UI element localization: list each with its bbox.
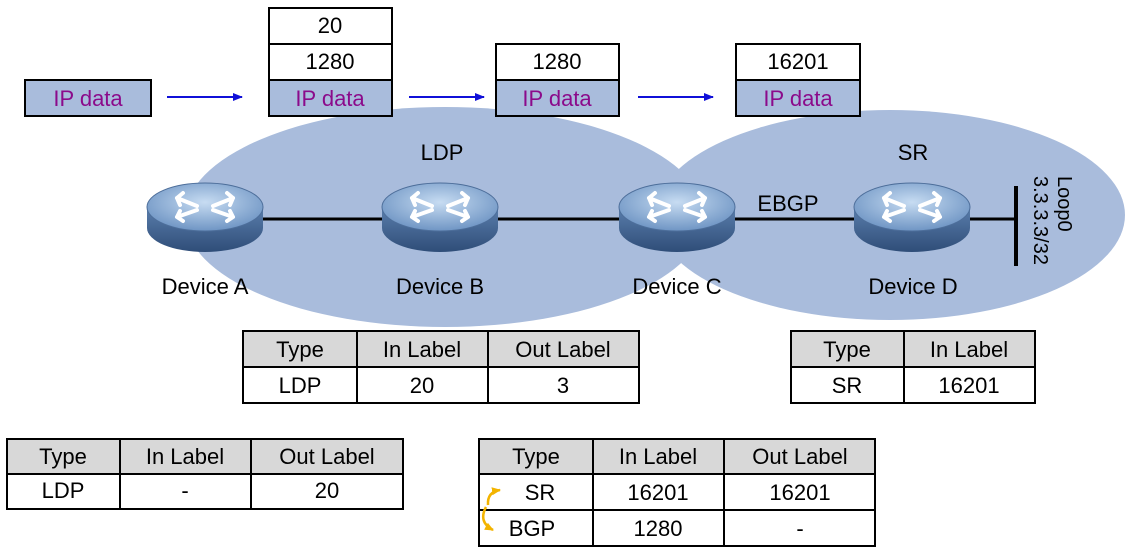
table-cell: 3 — [557, 373, 569, 398]
table-header-bg — [791, 331, 1035, 367]
packet-stage-3: 1280 IP data — [495, 43, 620, 117]
device-d-label: Device D — [868, 274, 957, 299]
table-cell: 16201 — [938, 373, 999, 398]
router-device-b[interactable] — [381, 182, 499, 252]
table-header-cell: Out Label — [515, 337, 610, 362]
packet-stage-1: IP data — [24, 79, 152, 117]
label-text: 20 — [318, 13, 342, 38]
label-box — [268, 7, 393, 45]
table-header-bg — [479, 439, 875, 474]
payload-box — [735, 79, 861, 117]
label-text: 1280 — [306, 49, 355, 74]
table-cell: - — [181, 478, 188, 503]
label-table-device-d: Type In Label SR 16201 — [790, 330, 1036, 404]
label-table-device-c: Type In Label Out Label SR 16201 16201 B… — [478, 438, 876, 547]
router-device-d[interactable] — [853, 182, 971, 252]
table-cell: 16201 — [627, 480, 688, 505]
packet-stage-2: 20 1280 IP data — [268, 7, 393, 117]
table-header-bg — [243, 331, 639, 367]
label-box — [268, 43, 393, 81]
table-cell: LDP — [279, 373, 322, 398]
loopback-name: Loop0 — [1053, 176, 1075, 232]
table-border — [478, 438, 876, 547]
router-top — [381, 182, 499, 232]
router-top — [618, 182, 736, 232]
label-box — [735, 43, 861, 81]
label-table-device-a: Type In Label Out Label LDP - 20 — [6, 438, 404, 510]
device-c-label: Device C — [632, 274, 721, 299]
device-a-label: Device A — [162, 274, 249, 299]
router-icon — [410, 191, 470, 223]
ldp-domain-label: LDP — [421, 140, 464, 165]
router-icon — [647, 191, 707, 223]
table-header-bg — [7, 439, 403, 474]
table-cell: 16201 — [769, 480, 830, 505]
table-cell: SR — [832, 373, 863, 398]
label-text: 1280 — [533, 49, 582, 74]
payload-box — [24, 79, 152, 117]
payload-text: IP data — [295, 86, 365, 111]
table-header-cell: In Label — [930, 337, 1008, 362]
table-cell: BGP — [509, 516, 555, 541]
table-header-cell: In Label — [383, 337, 461, 362]
router-device-c[interactable] — [618, 182, 736, 252]
router-device-a[interactable] — [146, 182, 264, 252]
router-top — [146, 182, 264, 232]
table-cell: LDP — [42, 478, 85, 503]
table-header-cell: Type — [512, 444, 560, 469]
table-header-cell: Out Label — [752, 444, 847, 469]
table-cell: 20 — [410, 373, 434, 398]
loopback-label: Loop0 3.3.3.3/32 — [1029, 176, 1075, 265]
table-header-cell: In Label — [619, 444, 697, 469]
payload-box — [495, 79, 620, 117]
router-icon — [882, 191, 942, 223]
packet-stage-4: 16201 IP data — [735, 43, 861, 117]
label-stitch-arrows — [481, 487, 501, 532]
router-top — [853, 182, 971, 232]
table-cell: - — [796, 516, 803, 541]
label-text: 16201 — [767, 49, 828, 74]
table-cell: SR — [525, 480, 556, 505]
table-header-cell: In Label — [146, 444, 224, 469]
label-table-device-b: Type In Label Out Label LDP 20 3 — [242, 330, 640, 404]
table-header-cell: Out Label — [279, 444, 374, 469]
router-icon — [175, 191, 235, 223]
sr-domain-label: SR — [898, 140, 929, 165]
device-b-label: Device B — [396, 274, 484, 299]
payload-text: IP data — [53, 86, 123, 111]
table-header-cell: Type — [39, 444, 87, 469]
payload-text: IP data — [522, 86, 592, 111]
payload-box — [268, 79, 393, 117]
table-header-cell: Type — [823, 337, 871, 362]
table-cell: 20 — [315, 478, 339, 503]
loopback-address: 3.3.3.3/32 — [1029, 176, 1051, 265]
ebgp-link-label: EBGP — [757, 191, 818, 216]
stitch-arrow-to-bgp — [481, 506, 494, 532]
payload-text: IP data — [763, 86, 833, 111]
table-cell: 1280 — [634, 516, 683, 541]
stitch-arrow-to-sr — [486, 487, 501, 506]
table-header-cell: Type — [276, 337, 324, 362]
